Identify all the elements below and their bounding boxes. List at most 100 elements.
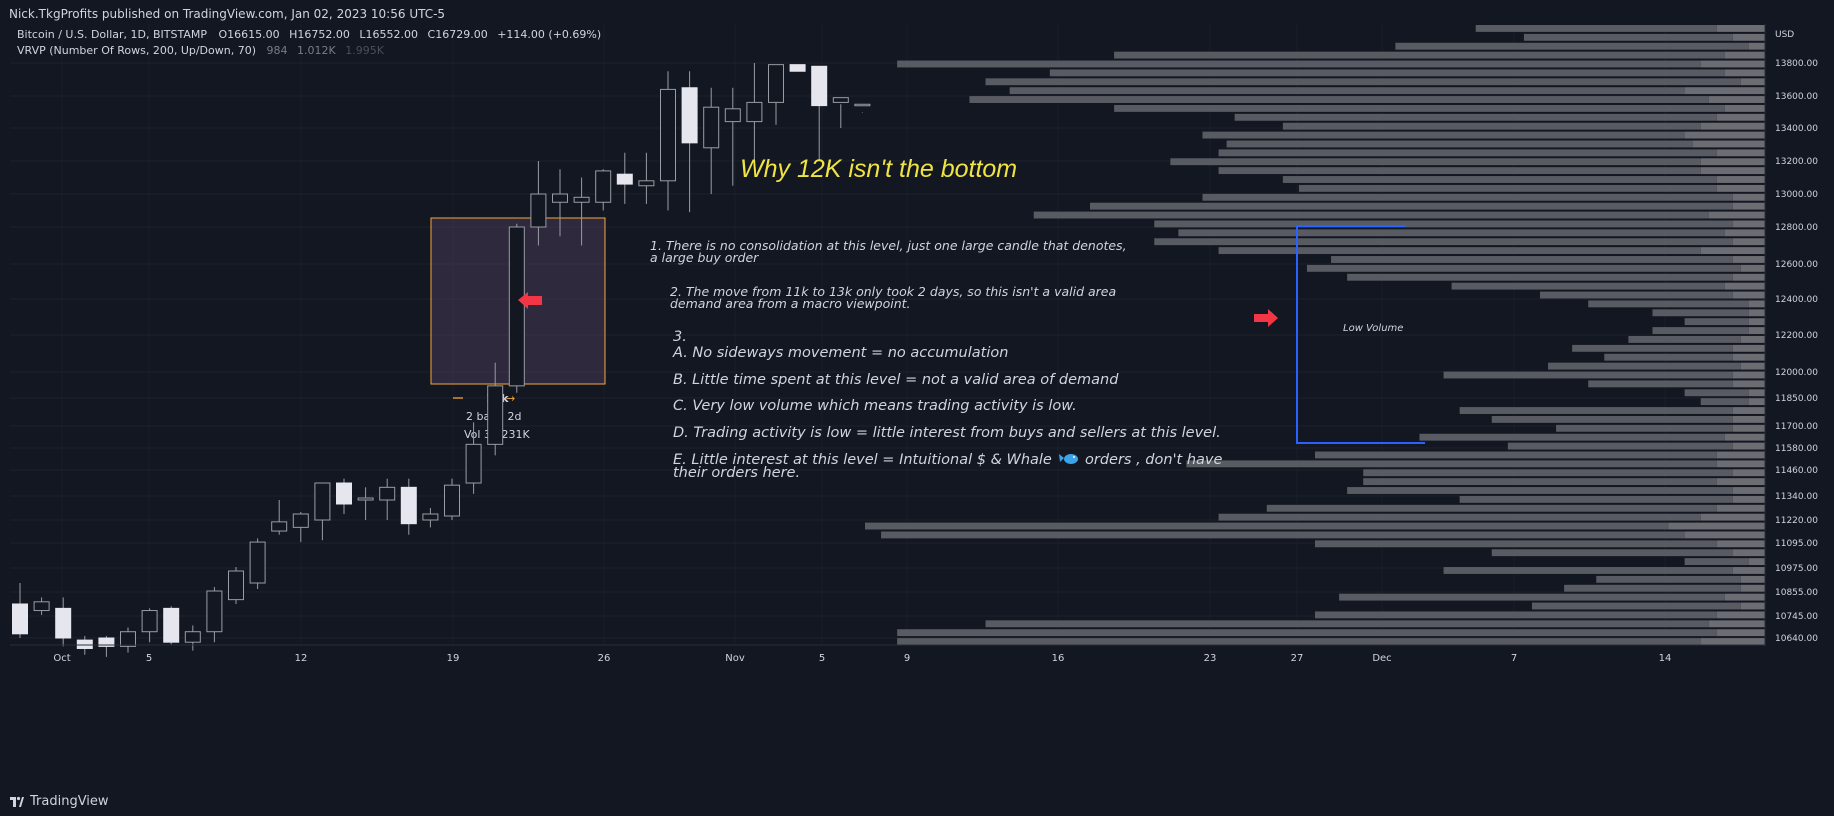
volume-row-down [1748, 309, 1765, 317]
volume-row-up [1684, 318, 1749, 326]
volume-row-up [1234, 113, 1717, 121]
tradingview-logo-icon [10, 796, 24, 807]
volume-row-down [1700, 122, 1765, 130]
volume-row-down [1732, 353, 1765, 361]
candle-up [184, 631, 201, 643]
candle-down [12, 603, 28, 635]
y-tick-label: 12400.00 [1775, 295, 1818, 305]
volume-row-down [1740, 362, 1765, 370]
point3-label: 3. [673, 329, 687, 345]
y-tick-label: 13400.00 [1775, 124, 1818, 134]
x-tick-label: 19 [447, 653, 460, 664]
footer: TradingView [0, 790, 1834, 816]
volume-row-up [1315, 451, 1717, 459]
volume-row-up [1628, 336, 1741, 343]
volume-row-down [1684, 87, 1765, 95]
volume-row-up [1218, 149, 1717, 157]
candle-up [422, 513, 439, 521]
x-tick-label: 27 [1291, 653, 1304, 664]
volume-row-up [1684, 558, 1749, 566]
volume-row-down [1700, 247, 1765, 255]
volume-row-down [1700, 513, 1765, 521]
price-chart[interactable]: 12k → 2 bars, 2d Vol 35.231K Low Volume … [10, 24, 1824, 788]
point2-line2: demand area from a macro viewpoint. [670, 296, 911, 311]
x-tick-label: 16 [1052, 653, 1065, 664]
volume-row-up [1009, 87, 1685, 95]
volume-row-up [1347, 487, 1733, 494]
y-tick-label: 11580.00 [1775, 444, 1818, 454]
publisher-line: Nick.TkgProfits published on TradingView… [9, 7, 446, 21]
y-tick-label: 11700.00 [1775, 422, 1818, 432]
point-e-line1b: orders , don't have [1085, 452, 1223, 468]
symbol-line: Bitcoin / U.S. Dollar, 1D, BITSTAMP [17, 28, 207, 41]
volume-profile [865, 25, 1765, 645]
volume-row-up [865, 522, 1669, 530]
volume-row-up [1306, 264, 1741, 272]
candle-down [681, 87, 698, 144]
volume-row-down [1716, 540, 1765, 548]
candle-up [660, 88, 676, 182]
candle-up [444, 484, 460, 517]
y-tick-label: 11850.00 [1775, 394, 1818, 404]
candle-up [595, 170, 612, 203]
indicator-value-2: 1.012K [297, 44, 336, 57]
point2-line1: 2. The move from 11k to 13k only took 2 … [670, 284, 1116, 299]
chart-title-annotation: Why 12K isn't the bottom [740, 155, 1017, 183]
y-tick-label: 11220.00 [1775, 516, 1818, 526]
volume-row-down [1708, 620, 1765, 628]
ohlc-open: O16615.00 [218, 28, 279, 41]
ohlc-low: L16552.00 [359, 28, 418, 41]
y-tick-label: 13200.00 [1775, 157, 1818, 167]
volume-row-down [1748, 318, 1765, 326]
volume-row-down [1740, 602, 1765, 610]
x-tick-label: 26 [598, 653, 611, 664]
y-tick-label: 11460.00 [1775, 466, 1818, 476]
volume-row-down [1740, 584, 1765, 592]
y-tick-label: 13800.00 [1775, 59, 1818, 69]
y-tick-label: 12600.00 [1775, 260, 1818, 270]
x-tick-label: 14 [1659, 653, 1672, 664]
y-tick-label: 11340.00 [1775, 492, 1818, 502]
volume-row-down [1700, 638, 1765, 645]
volume-row-down [1716, 504, 1765, 512]
volume-row-up [1540, 291, 1733, 299]
volume-row-up [1186, 460, 1717, 468]
volume-row-up [1531, 602, 1741, 610]
point-b: B. Little time spent at this level = not… [673, 372, 1119, 388]
tradingview-brand[interactable]: TradingView [10, 794, 109, 809]
volume-row-up [1459, 407, 1733, 414]
volume-row-down [1732, 273, 1765, 281]
currency-label: USD [1775, 30, 1794, 40]
candle-up [854, 103, 871, 107]
volume-row-up [897, 629, 1717, 637]
volume-row-down [1732, 238, 1765, 246]
volume-row-up [1202, 193, 1733, 201]
volume-row-up [1202, 131, 1685, 139]
volume-row-down [1724, 282, 1765, 290]
volume-row-down [1732, 256, 1765, 263]
candle-up [141, 610, 158, 633]
volume-row-up [1282, 176, 1717, 183]
volume-row-down [1732, 33, 1765, 41]
volume-row-down [1716, 629, 1765, 637]
candle-up [638, 180, 655, 187]
x-tick-label: 23 [1204, 653, 1217, 664]
volume-row-down [1748, 42, 1765, 50]
candle-down [76, 639, 93, 649]
x-tick-label: 12 [295, 653, 308, 664]
price-axis[interactable]: USD 13800.0013600.0013400.0013200.001300… [1764, 24, 1824, 646]
volume-row-down [1732, 371, 1765, 379]
volume-row-down [1724, 593, 1765, 601]
volume-row-down [1724, 433, 1765, 441]
low-volume-bracket[interactable] [1296, 225, 1425, 444]
volume-row-down [1716, 451, 1765, 459]
volume-row-down [1732, 415, 1765, 423]
x-tick-label: 5 [146, 653, 152, 664]
candle-up [552, 193, 568, 203]
volume-row-down [1748, 398, 1765, 406]
volume-row-down [1740, 336, 1765, 343]
candle-up [271, 521, 288, 532]
volume-row-down [1684, 531, 1765, 539]
candle-up [832, 97, 849, 103]
